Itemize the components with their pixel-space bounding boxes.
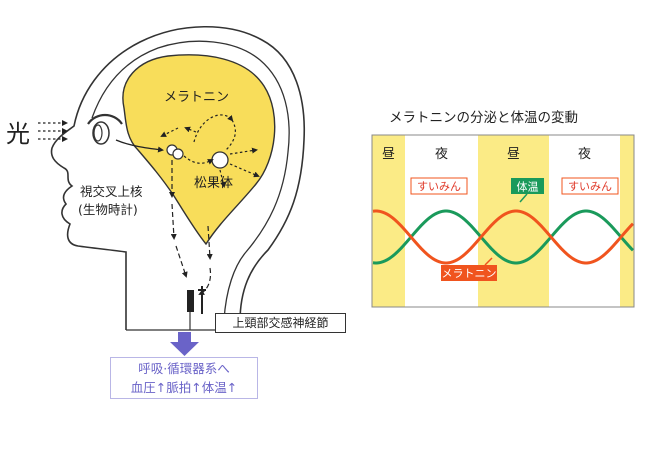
light-input: 光 xyxy=(6,120,68,148)
sleep-label-1: すいみん xyxy=(410,177,468,195)
svg-text:体温: 体温 xyxy=(517,180,539,194)
svg-text:すいみん: すいみん xyxy=(417,180,461,193)
band-day-1 xyxy=(372,135,405,307)
chart-frame xyxy=(371,134,635,308)
melatonin-dotted-arrows xyxy=(160,114,260,188)
output-line-2: 血圧↑脈拍↑体温↑ xyxy=(130,380,238,395)
column-label: 夜 xyxy=(435,147,448,162)
output-arrow-icon xyxy=(170,332,199,356)
pineal-label: 松果体 xyxy=(194,176,233,191)
brain-shape xyxy=(122,54,276,246)
melatonin-brain-label: メラトニン xyxy=(164,90,229,105)
temperature-curve xyxy=(372,209,635,265)
column-label: 夜 xyxy=(578,147,591,162)
head-outline xyxy=(50,25,306,330)
svg-text:メラトニン: メラトニン xyxy=(442,267,497,280)
output-effects-box: 呼吸·循環器系へ 血圧↑脈拍↑体温↑ xyxy=(110,357,258,399)
chart-lines xyxy=(372,209,635,265)
ganglion-label: 上頸部交感神経節 xyxy=(215,313,346,333)
scn-label: 視交叉上核 xyxy=(80,184,143,199)
output-line-1: 呼吸·循環器系へ xyxy=(138,361,230,376)
eye-icon xyxy=(87,113,123,145)
day-night-bands: 昼夜昼夜 xyxy=(372,135,634,307)
chart-title: メラトニンの分泌と体温の変動 xyxy=(389,109,578,126)
light-label: 光 xyxy=(6,120,30,148)
band-day-3 xyxy=(620,135,634,307)
scn-node-2 xyxy=(172,148,184,160)
column-label: 昼 xyxy=(382,147,395,162)
svg-text:すいみん: すいみん xyxy=(568,180,612,193)
sleep-label-2: すいみん xyxy=(561,177,619,195)
temperature-series-label: 体温 xyxy=(511,178,544,203)
scn-sublabel: (生物時計) xyxy=(78,202,138,217)
head-illustration xyxy=(50,25,306,356)
head-inner-outline xyxy=(91,40,290,321)
pineal-gland xyxy=(211,151,229,169)
melatonin-curve xyxy=(372,209,635,265)
melatonin-series-label: メラトニン xyxy=(441,257,497,281)
ganglion-synapse-icon xyxy=(187,286,206,314)
column-label: 昼 xyxy=(507,147,520,162)
rhythm-chart: メラトニンの分泌と体温の変動 昼 夜 昼 夜 すいみん すいみん 体温 メラトニン xyxy=(371,109,635,308)
